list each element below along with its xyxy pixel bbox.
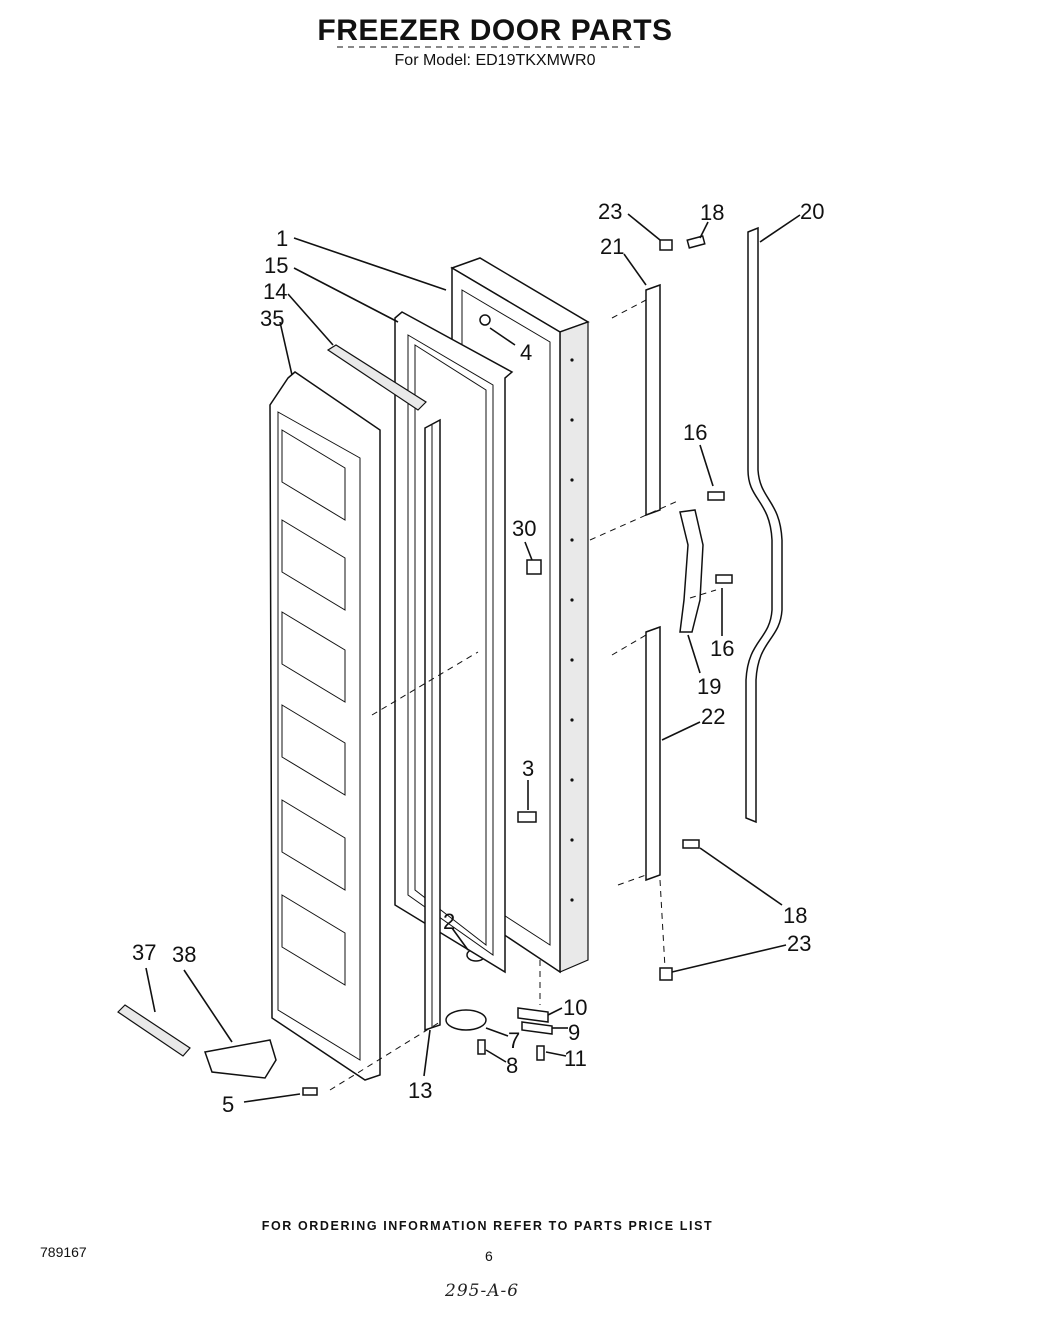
part-7-hinge	[445, 1009, 487, 1031]
callout-19: 19	[697, 674, 721, 699]
page-number: 6	[485, 1248, 493, 1264]
part-11-screw	[536, 1045, 545, 1061]
part-18-bottom-screw	[682, 839, 700, 849]
part-16-upper-screw	[707, 491, 725, 501]
part-23-top-cap	[659, 239, 673, 251]
callout-1: 1	[276, 226, 288, 251]
part-9-plate	[521, 1021, 553, 1035]
part-38-handle-cap	[204, 1039, 277, 1079]
callout-14: 14	[263, 279, 287, 304]
callout-21: 21	[600, 234, 624, 259]
callout-13: 13	[408, 1078, 432, 1103]
callout-10: 10	[563, 995, 587, 1020]
callout-30: 30	[512, 516, 536, 541]
liner-shelf-bins	[281, 429, 346, 986]
part-37-grille	[117, 1004, 191, 1057]
part-14-top-cap	[326, 344, 427, 411]
callout-8: 8	[506, 1053, 518, 1078]
part-35-inner-liner	[269, 371, 381, 1081]
part-5-screw	[302, 1087, 318, 1096]
part-10-shim	[517, 1007, 549, 1023]
model-subtitle: For Model: ED19TKXMWR0	[394, 52, 596, 69]
callout-leaders	[145, 213, 801, 1103]
callout-7: 7	[508, 1028, 520, 1053]
part-21-upper-handle-strip	[645, 283, 661, 517]
callout-37: 37	[132, 940, 156, 965]
callout-20: 20	[800, 199, 824, 224]
part-gasket-frame	[394, 311, 514, 974]
callout-5: 5	[222, 1092, 234, 1117]
callout-2: 2	[443, 909, 455, 934]
part-30-clip	[526, 559, 542, 575]
callout-15: 15	[264, 253, 288, 278]
callout-3: 3	[522, 756, 534, 781]
callout-16-upper: 16	[683, 420, 707, 445]
part-13-trim-strip	[424, 418, 441, 1032]
part-3-bracket	[517, 811, 537, 823]
assembly-lines	[329, 299, 717, 1091]
callout-11: 11	[564, 1046, 587, 1071]
part-4-plug	[479, 314, 491, 326]
handwritten-note: 295-A-6	[445, 1281, 520, 1301]
part-22-lower-handle-strip	[645, 625, 661, 882]
part-16-lower-screw	[715, 574, 733, 584]
part-18-top-screw	[686, 235, 706, 249]
part-8-screw	[477, 1039, 486, 1055]
callout-18-top: 18	[700, 200, 724, 225]
callout-23-bottom: 23	[787, 931, 811, 956]
ordering-note: FOR ORDERING INFORMATION REFER TO PARTS …	[261, 1219, 714, 1233]
callout-labels: 1 15 14 35 4 23 18 21 20 16 30 16 19 22 …	[132, 199, 824, 1117]
callout-22: 22	[701, 704, 725, 729]
callout-23-top: 23	[598, 199, 622, 224]
callout-16-lower: 16	[710, 636, 734, 661]
part-23-bottom-cap	[659, 967, 673, 981]
callout-38: 38	[172, 942, 196, 967]
callout-4: 4	[520, 340, 532, 365]
part-19-handle-bracket	[679, 509, 704, 633]
page-title: FREEZER DOOR PARTS	[317, 14, 673, 47]
callout-9: 9	[568, 1020, 580, 1045]
part-20-handle-trim	[745, 226, 783, 824]
document-number: 789167	[40, 1244, 87, 1260]
callout-18-bottom: 18	[783, 903, 807, 928]
panel-rivets	[570, 358, 574, 902]
callout-35: 35	[260, 306, 284, 331]
